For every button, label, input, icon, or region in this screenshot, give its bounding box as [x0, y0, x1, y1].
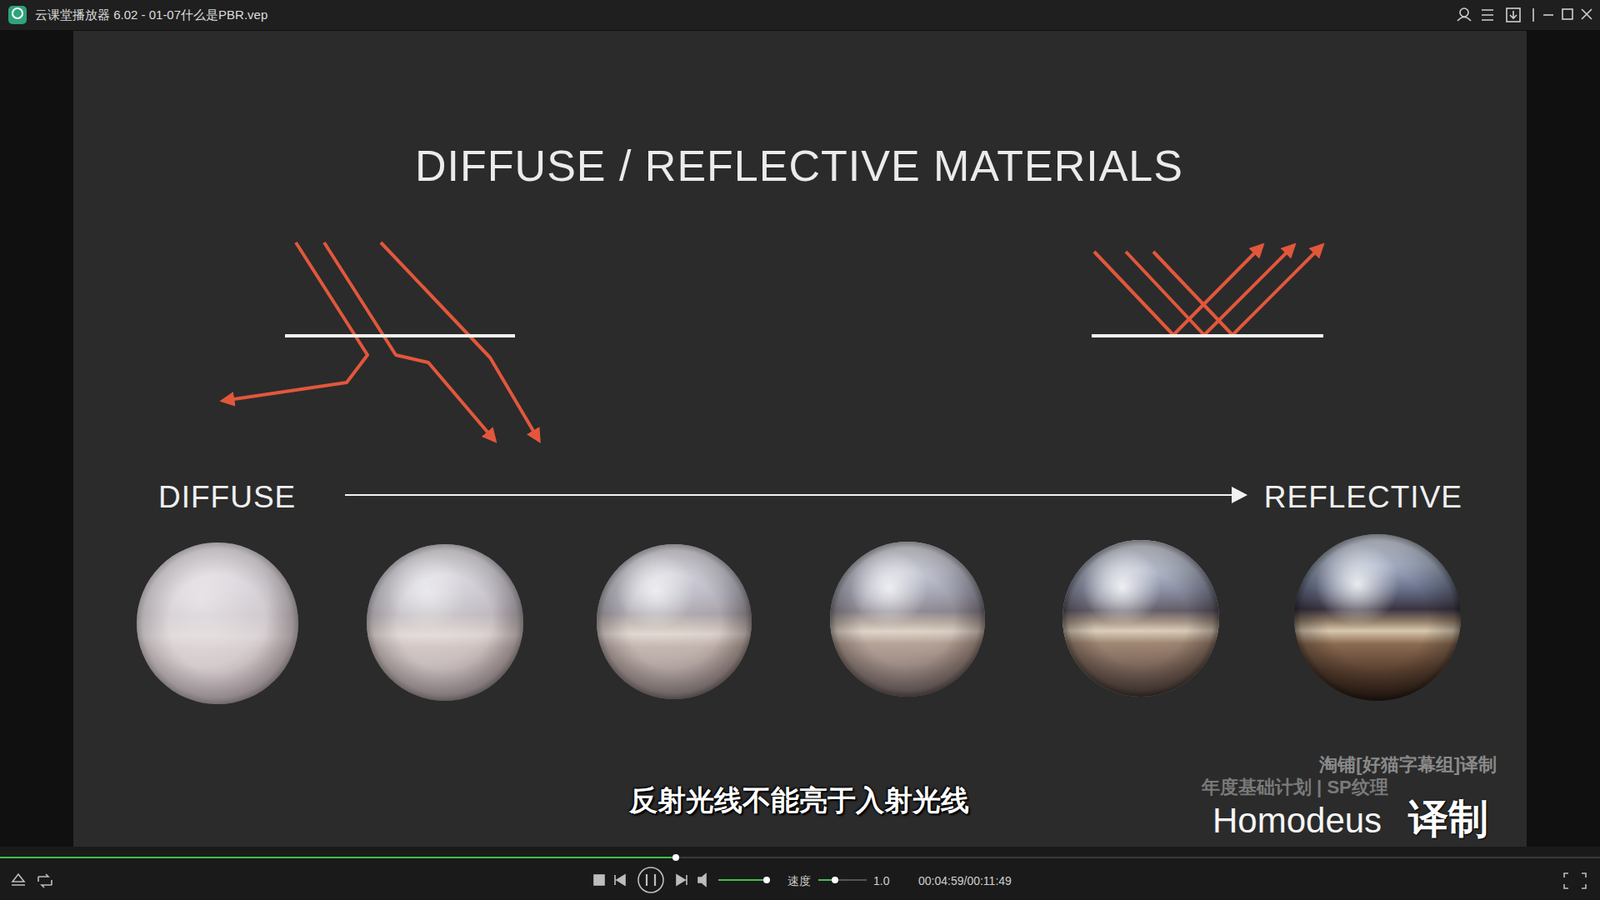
control-bar: [0, 846, 1600, 900]
axis-label: REFLECTIVE: [1264, 480, 1463, 516]
sphere-4: [830, 541, 985, 697]
slide-background: [73, 30, 1527, 847]
sphere-3: [596, 544, 752, 700]
sphere-6: [1294, 534, 1461, 701]
speed-value: 1.0: [873, 874, 890, 888]
reflective-rays: [1094, 245, 1323, 335]
subtitle-caption: 反射光线不能亮于入射光线: [629, 784, 970, 817]
scale-arrow-head: [1231, 486, 1248, 504]
progress-track: [0, 856, 1600, 859]
diffuse-rays: [222, 242, 540, 441]
volume-knob: [763, 876, 770, 884]
window-title: 云课堂播放器 6.02 - 01-07什么是PBR.vep: [35, 7, 268, 22]
slide-title: DIFFUSE / REFLECTIVE MATERIALS: [415, 141, 1184, 192]
sphere-5: [1062, 540, 1220, 697]
title-bar: [0, 0, 1600, 30]
watermark: Homodeus: [1212, 800, 1382, 841]
speed-track: [818, 879, 867, 881]
diffuse-surface: [285, 334, 515, 338]
reflective-surface: [1091, 334, 1324, 338]
axis-label: DIFFUSE: [158, 480, 296, 516]
speed-knob: [831, 876, 839, 884]
time-display: 00:04:59/00:11:49: [918, 874, 1012, 888]
app-icon-mark: [12, 8, 23, 19]
scale-arrow: [345, 494, 1234, 496]
sphere-2: [366, 544, 524, 701]
progress-knob: [672, 854, 680, 861]
player-icons: [11, 867, 1586, 893]
watermark: 年度基础计划 | SP纹理: [1201, 776, 1389, 798]
material-spheres: [136, 534, 1461, 705]
window-buttons: [1457, 8, 1592, 22]
volume-bar: [718, 879, 767, 881]
progress-fill: [0, 856, 676, 859]
control-label: 速度: [787, 874, 811, 888]
app-icon: [8, 5, 27, 25]
sphere-1: [136, 542, 299, 705]
watermark: 译制: [1408, 795, 1489, 842]
watermark: 淘铺[好猫字幕组]译制: [1319, 754, 1497, 775]
